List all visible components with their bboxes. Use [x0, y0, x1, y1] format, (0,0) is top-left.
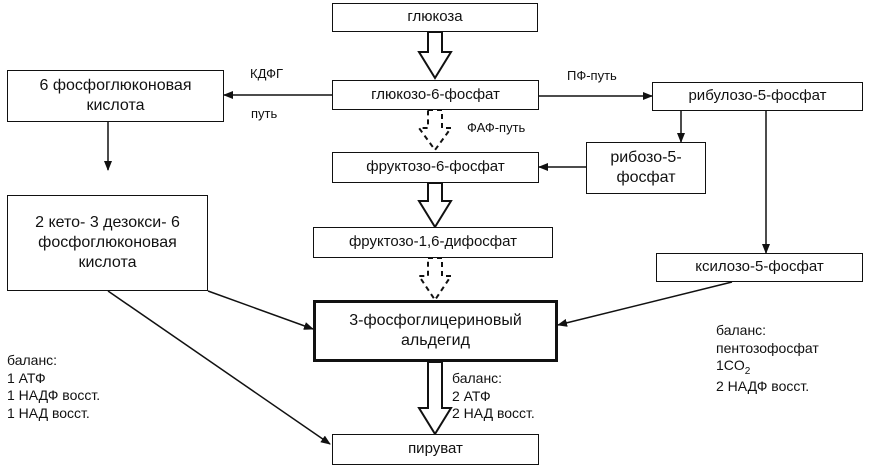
dashed-block-arrow-g6p-to-f6p	[417, 109, 453, 152]
balance-pentose: баланс: пентозофосфат 1CO2 2 НАДФ восст.	[716, 322, 819, 396]
label-kdpg: КДФГ	[250, 66, 284, 81]
balance-pentose-line-3: 2 НАДФ восст.	[716, 378, 810, 395]
label-faf-path: ФАФ-путь	[467, 120, 526, 135]
node-glucose: глюкоза	[332, 3, 538, 32]
node-fructose-1-6-diphosphate: фруктозо-1,6-дифосфат	[313, 227, 553, 258]
label-pp-path: ПФ-путь	[567, 68, 617, 83]
block-arrow-glucose-to-g6p	[417, 31, 453, 80]
dashed-block-arrow-f16dp-to-g3p	[417, 257, 453, 302]
arrow-kdpg-to-pyruvate	[107, 290, 331, 445]
balance-kdpg-line-1: 1 АТФ	[7, 369, 46, 386]
node-glucose-6-phosphate: глюкозо-6-фосфат	[332, 80, 539, 110]
balance-kdpg-line-3: 1 НАД восст.	[7, 404, 90, 421]
label-kdpg-path: путь	[251, 106, 278, 121]
node-xylulose-5-phosphate: ксилозо-5-фосфат	[656, 253, 863, 282]
balance-glycolysis-title: баланс:	[452, 370, 503, 386]
balance-glycolysis-line-2: 2 НАД восст.	[452, 405, 535, 421]
node-3-phosphoglyceraldehyde: 3-фосфоглицериновый альдегид	[313, 300, 558, 362]
balance-pentose-line-1: пентозофосфат	[716, 339, 819, 356]
block-arrow-f6p-to-f16dp	[417, 182, 453, 229]
co2-text: 1CO	[716, 357, 745, 373]
balance-kdpg: баланс: 1 АТФ 1 НАДФ восст. 1 НАД восст.	[7, 352, 100, 422]
co2-subscript: 2	[744, 365, 751, 377]
balance-kdpg-title: баланс:	[7, 352, 58, 368]
block-arrow-g3p-to-pyruvate	[417, 361, 453, 436]
node-ribulose-5-phosphate: рибулозо-5-фосфат	[652, 82, 863, 111]
arrow-xylulose5p-to-g3p	[557, 281, 733, 327]
node-fructose-6-phosphate: фруктозо-6-фосфат	[332, 152, 539, 183]
balance-kdpg-line-2: 1 НАДФ восст.	[7, 387, 101, 403]
node-kdpg: 2 кето- 3 дезокси- 6 фосфоглюконовая кис…	[7, 195, 208, 291]
node-6-phosphogluconic-acid: 6 фосфоглюконовая кислота	[7, 70, 224, 122]
balance-pentose-co2: 1CO2	[716, 357, 819, 378]
balance-pentose-title: баланс:	[716, 322, 767, 338]
balance-glycolysis: баланс: 2 АТФ 2 НАД восст.	[452, 370, 535, 423]
arrow-kdpg-to-g3p	[207, 290, 314, 330]
node-ribose-5-phosphate: рибозо-5- фосфат	[586, 142, 706, 194]
balance-glycolysis-line-1: 2 АТФ	[452, 387, 491, 404]
node-pyruvate: пируват	[332, 434, 539, 465]
